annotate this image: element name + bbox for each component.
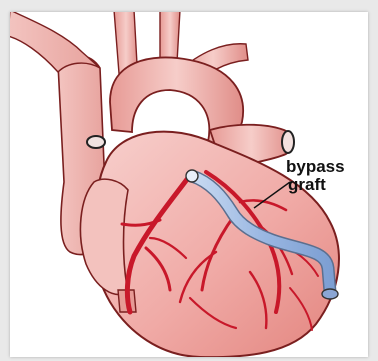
illustration-panel: bypass graft	[10, 12, 368, 357]
pulmonary-artery-opening	[282, 131, 294, 153]
graft-anastomosis-top	[186, 170, 198, 182]
graft-label: graft	[288, 176, 326, 193]
graft-anastomosis-bottom	[322, 289, 338, 299]
brachiocephalic-vein	[10, 12, 100, 72]
right-atrium	[80, 179, 128, 294]
bypass-label: bypass	[286, 158, 345, 175]
vessel-opening-left	[87, 136, 105, 148]
